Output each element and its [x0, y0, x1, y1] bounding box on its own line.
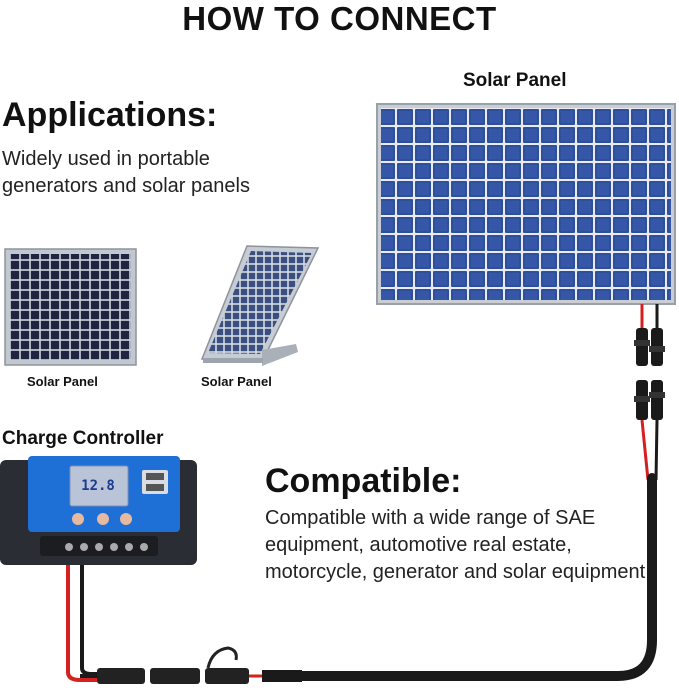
controller-display-value: 12.8 — [81, 478, 115, 494]
compatible-description: Compatible with a wide range of SAE equi… — [265, 507, 646, 583]
controller-output-wires — [66, 560, 97, 682]
small-panel-label-2: Solar Panel — [201, 374, 272, 389]
main-solar-panel — [376, 103, 676, 305]
panel-mc4-cables — [295, 304, 665, 681]
small-solar-panel-2 — [200, 245, 320, 366]
charge-controller-label: Charge Controller — [2, 428, 164, 449]
page-title: HOW TO CONNECT — [182, 0, 497, 37]
small-solar-panel-1 — [4, 248, 137, 366]
compatible-heading: Compatible: — [265, 462, 462, 500]
main-solar-panel-label: Solar Panel — [463, 70, 567, 91]
charge-controller: 12.8 — [0, 456, 197, 565]
sae-connectors — [80, 646, 302, 684]
small-panel-label-1: Solar Panel — [27, 374, 98, 389]
applications-heading: Applications: — [2, 96, 218, 134]
applications-description: Widely used in portable generators and s… — [2, 148, 250, 197]
